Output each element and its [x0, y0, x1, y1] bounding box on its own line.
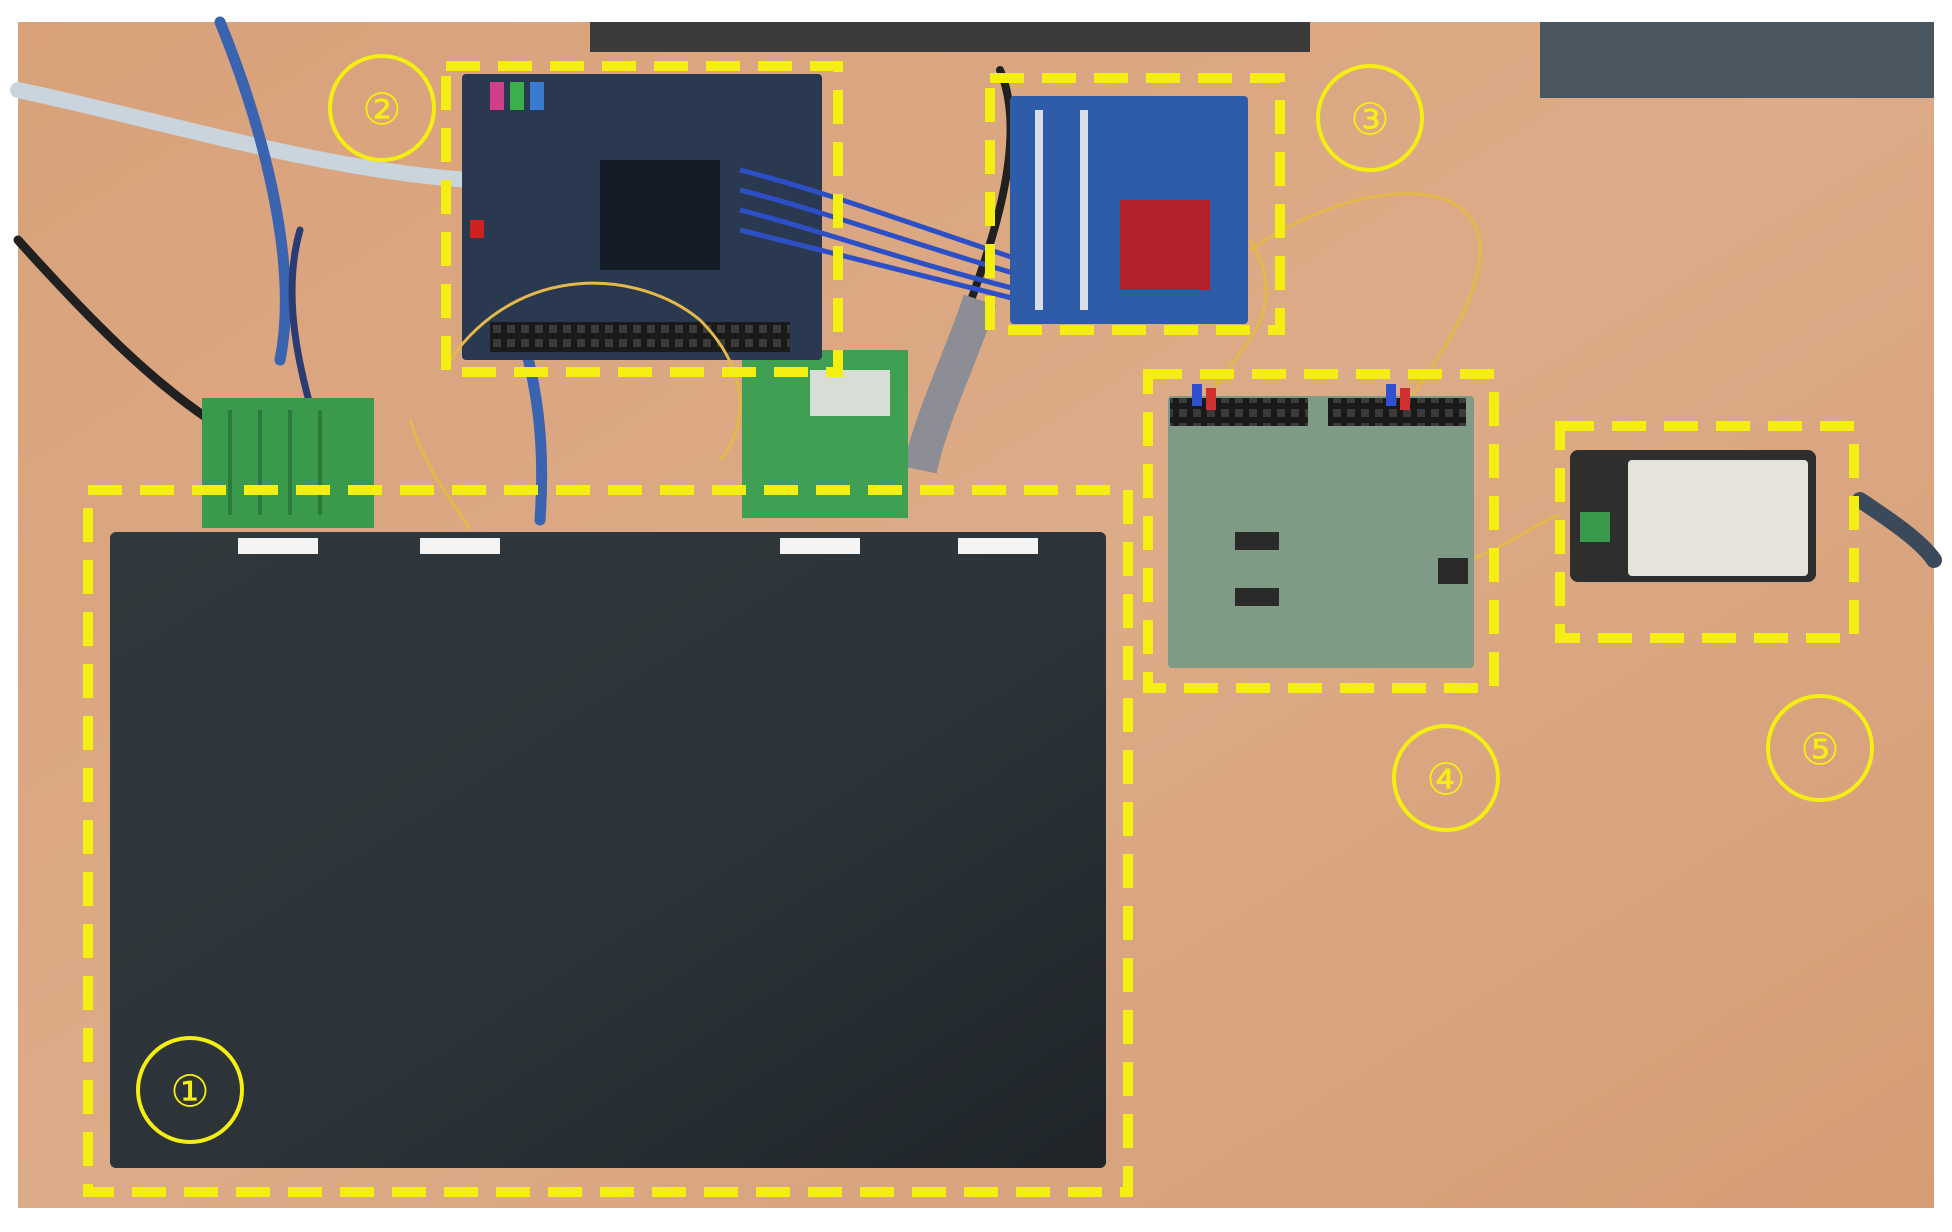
probe-blue-2	[1386, 384, 1396, 406]
badge-circle-2	[328, 54, 436, 162]
badge-label-4: ④	[1426, 755, 1465, 806]
fpga-red-button	[470, 220, 484, 238]
highlight-boxes	[83, 61, 1859, 1197]
fpga-audio-jacks	[490, 82, 544, 110]
load-board-component-1	[1235, 532, 1279, 550]
badge-label-5: ⑤	[1800, 725, 1839, 776]
keyboard-corner	[1540, 22, 1934, 98]
probe-blue-1	[1192, 384, 1202, 406]
highlight-box-1	[83, 485, 1133, 1197]
blue-wire-bundle	[739, 167, 1021, 303]
fpga-connectors	[490, 322, 790, 352]
ribbon-cable	[903, 294, 997, 474]
badge-circle-3	[1316, 64, 1424, 172]
highlight-box-2	[441, 61, 843, 377]
interface-red-module	[1120, 200, 1210, 290]
load-board	[1168, 396, 1474, 668]
switch-labels	[238, 538, 1038, 554]
interface-headers	[1035, 110, 1088, 310]
adapter-traces	[228, 410, 322, 515]
badge-circle-1	[136, 1036, 244, 1144]
label-numbers: ① ② ③ ④ ⑤	[170, 85, 1839, 1118]
probe-red-1	[1206, 388, 1216, 410]
load-board-header-left	[1170, 398, 1308, 426]
label-badges	[136, 54, 1874, 1144]
highlight-box-3	[985, 73, 1285, 335]
probe-red-2	[1400, 388, 1410, 410]
load-board-component-2	[1235, 588, 1279, 606]
highlight-box-5	[1555, 421, 1859, 643]
measurement-device-green-connector	[1580, 512, 1610, 542]
load-board-terminal	[1438, 558, 1468, 584]
highlight-box-4	[1143, 369, 1499, 693]
badge-label-3: ③	[1350, 95, 1389, 146]
yellow-wires	[408, 192, 1561, 562]
cables	[10, 16, 1942, 568]
badge-label-2: ②	[362, 85, 401, 136]
load-board-header-right	[1328, 398, 1466, 426]
fpga-chip	[600, 160, 720, 270]
network-switch	[110, 532, 1106, 1168]
badge-circle-4	[1392, 724, 1500, 832]
badge-label-1: ①	[170, 1067, 209, 1118]
monitor-base-top	[590, 22, 1310, 52]
measurement-device-top	[1628, 460, 1808, 576]
adapter-board-right-chip	[810, 370, 890, 416]
badge-circle-5	[1766, 694, 1874, 802]
